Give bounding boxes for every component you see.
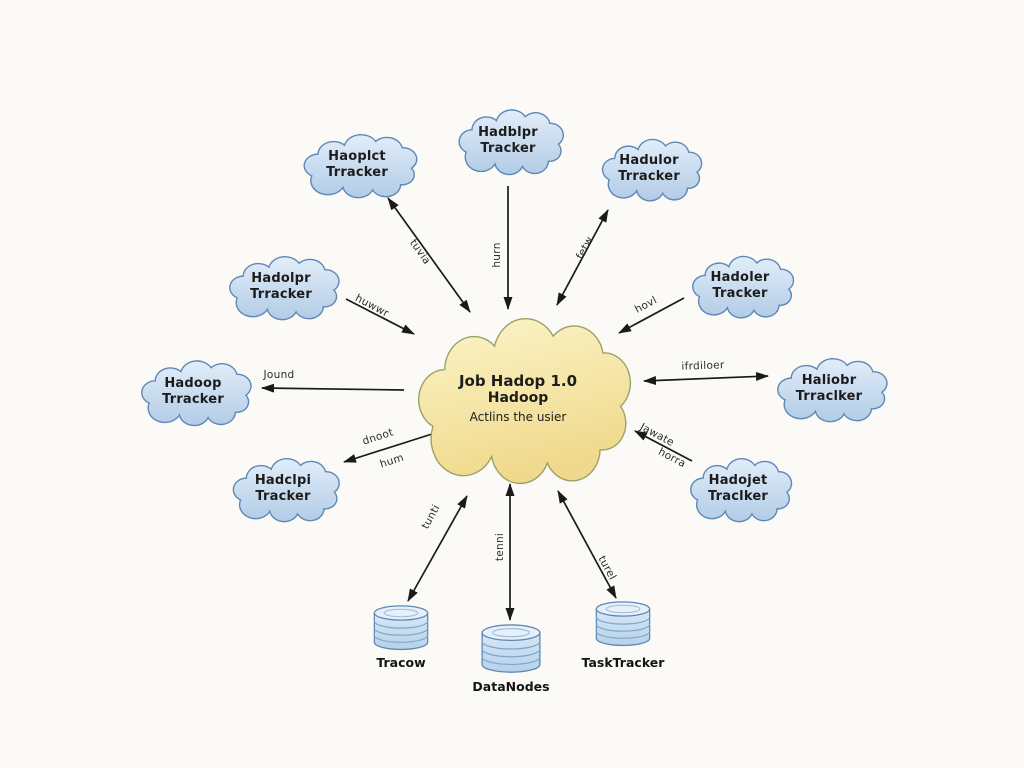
- arrow-bottom-left: [343, 433, 433, 463]
- cloud-label-line1: Hadojet: [708, 473, 768, 489]
- center-cloud-text: Job Hadop 1.0 Hadoop Actlins the usier: [392, 296, 644, 500]
- arrow-label-db-center: tenni: [494, 532, 506, 562]
- center-cloud-shape: [392, 296, 644, 500]
- cloud-label-line2: Trracker: [618, 169, 680, 184]
- cloud-label-line2: Traclker: [708, 489, 768, 504]
- database-cylinder-icon: [595, 601, 651, 647]
- cloud-label-line1: Hadulor: [619, 153, 679, 169]
- center-cloud-title: Job Hadop 1.0: [458, 371, 578, 390]
- cloud-mid-left: Hadolpr Trracker: [216, 248, 346, 326]
- cloud-text: Hadoler Tracker: [680, 248, 800, 324]
- cloud-shape: [216, 248, 346, 326]
- cloud-shape: [128, 352, 258, 432]
- arrow-mid-right: [618, 297, 685, 334]
- cloud-text: Hadolpr Trracker: [216, 248, 346, 326]
- cloud-text: Hadoop Trracker: [128, 352, 258, 432]
- cloud-label-line1: Haoplct: [328, 149, 386, 165]
- arrow-far-right: [643, 371, 769, 386]
- center-cloud: Job Hadop 1.0 Hadoop Actlins the usier: [392, 296, 644, 500]
- cylinder-label-tasktracker: TaskTracker: [581, 655, 665, 670]
- cloud-top-right: Hadulor Trracker: [590, 131, 708, 207]
- cloud-text: Hadojet Traclker: [678, 450, 798, 528]
- cloud-top-left: Haoplct Trracker: [290, 126, 424, 204]
- cloud-bottom-left: Hadclpi Tracker: [220, 450, 346, 528]
- cloud-shape: [446, 101, 570, 181]
- arrow-top-left: [387, 197, 471, 313]
- cloud-shape: [678, 450, 798, 528]
- arrow-far-left: [261, 383, 405, 393]
- cloud-label-line1: Hadblpr: [478, 125, 538, 141]
- database-icon-tracow: [370, 605, 432, 653]
- cloud-text: Hadclpi Tracker: [220, 450, 346, 528]
- cloud-label-line1: Hadclpi: [254, 473, 312, 489]
- cloud-label-line2: Trracker: [162, 392, 224, 407]
- arrow-label-far-right: ifrdiloer: [681, 359, 725, 373]
- arrow-mid-left: [345, 298, 415, 335]
- arrow-label-top-center: hurn: [491, 242, 503, 268]
- arrow-db-left: [407, 495, 468, 602]
- cloud-label-line1: Hadoler: [710, 270, 770, 286]
- cloud-shape: [220, 450, 346, 528]
- cloud-label-line2: Tracker: [712, 286, 768, 301]
- cloud-bottom-right: Hadojet Traclker: [678, 450, 798, 528]
- cloud-label-line2: Tracker: [480, 141, 536, 156]
- database-icon-tasktracker: [592, 601, 654, 649]
- arrow-label-far-left: Jound: [263, 369, 295, 381]
- cloud-text: Haoplct Trracker: [290, 126, 424, 204]
- cloud-top-center: Hadblpr Tracker: [446, 101, 570, 181]
- cloud-text: Hadblpr Tracker: [446, 101, 570, 181]
- center-cloud-subtitle: Hadoop: [487, 389, 549, 406]
- cloud-far-right: Haliobr Trraclker: [764, 350, 894, 428]
- database-icon-datanodes: [480, 624, 542, 676]
- cloud-shape: [764, 350, 894, 428]
- cloud-shape: [680, 248, 800, 324]
- cloud-mid-right: Hadoler Tracker: [680, 248, 800, 324]
- cylinder-label-tracow: Tracow: [376, 655, 426, 670]
- cylinder-label-datanodes: DataNodes: [472, 679, 550, 694]
- cloud-label-line1: Haliobr: [801, 373, 857, 389]
- cloud-shape: [590, 131, 708, 207]
- cloud-label-line2: Tracker: [255, 489, 311, 504]
- database-cylinder-icon: [481, 624, 541, 673]
- arrow-top-right: [556, 209, 609, 306]
- cloud-shape: [290, 126, 424, 204]
- database-cylinder-icon: [373, 605, 429, 651]
- cloud-label-line1: Hadolpr: [251, 271, 311, 287]
- cloud-label-line2: Trracker: [250, 287, 312, 302]
- cloud-far-left: Hadoop Trracker: [128, 352, 258, 432]
- center-cloud-caption: Actlins the usier: [469, 409, 567, 424]
- arrow-bottom-right: [634, 430, 693, 462]
- cloud-label-line2: Trracker: [326, 165, 388, 180]
- arrow-db-right: [557, 490, 617, 599]
- cloud-text: Haliobr Trraclker: [764, 350, 894, 428]
- cloud-text: Hadulor Trracker: [590, 131, 708, 207]
- cloud-label-line2: Trraclker: [795, 389, 863, 404]
- cloud-label-line1: Hadoop: [164, 376, 222, 392]
